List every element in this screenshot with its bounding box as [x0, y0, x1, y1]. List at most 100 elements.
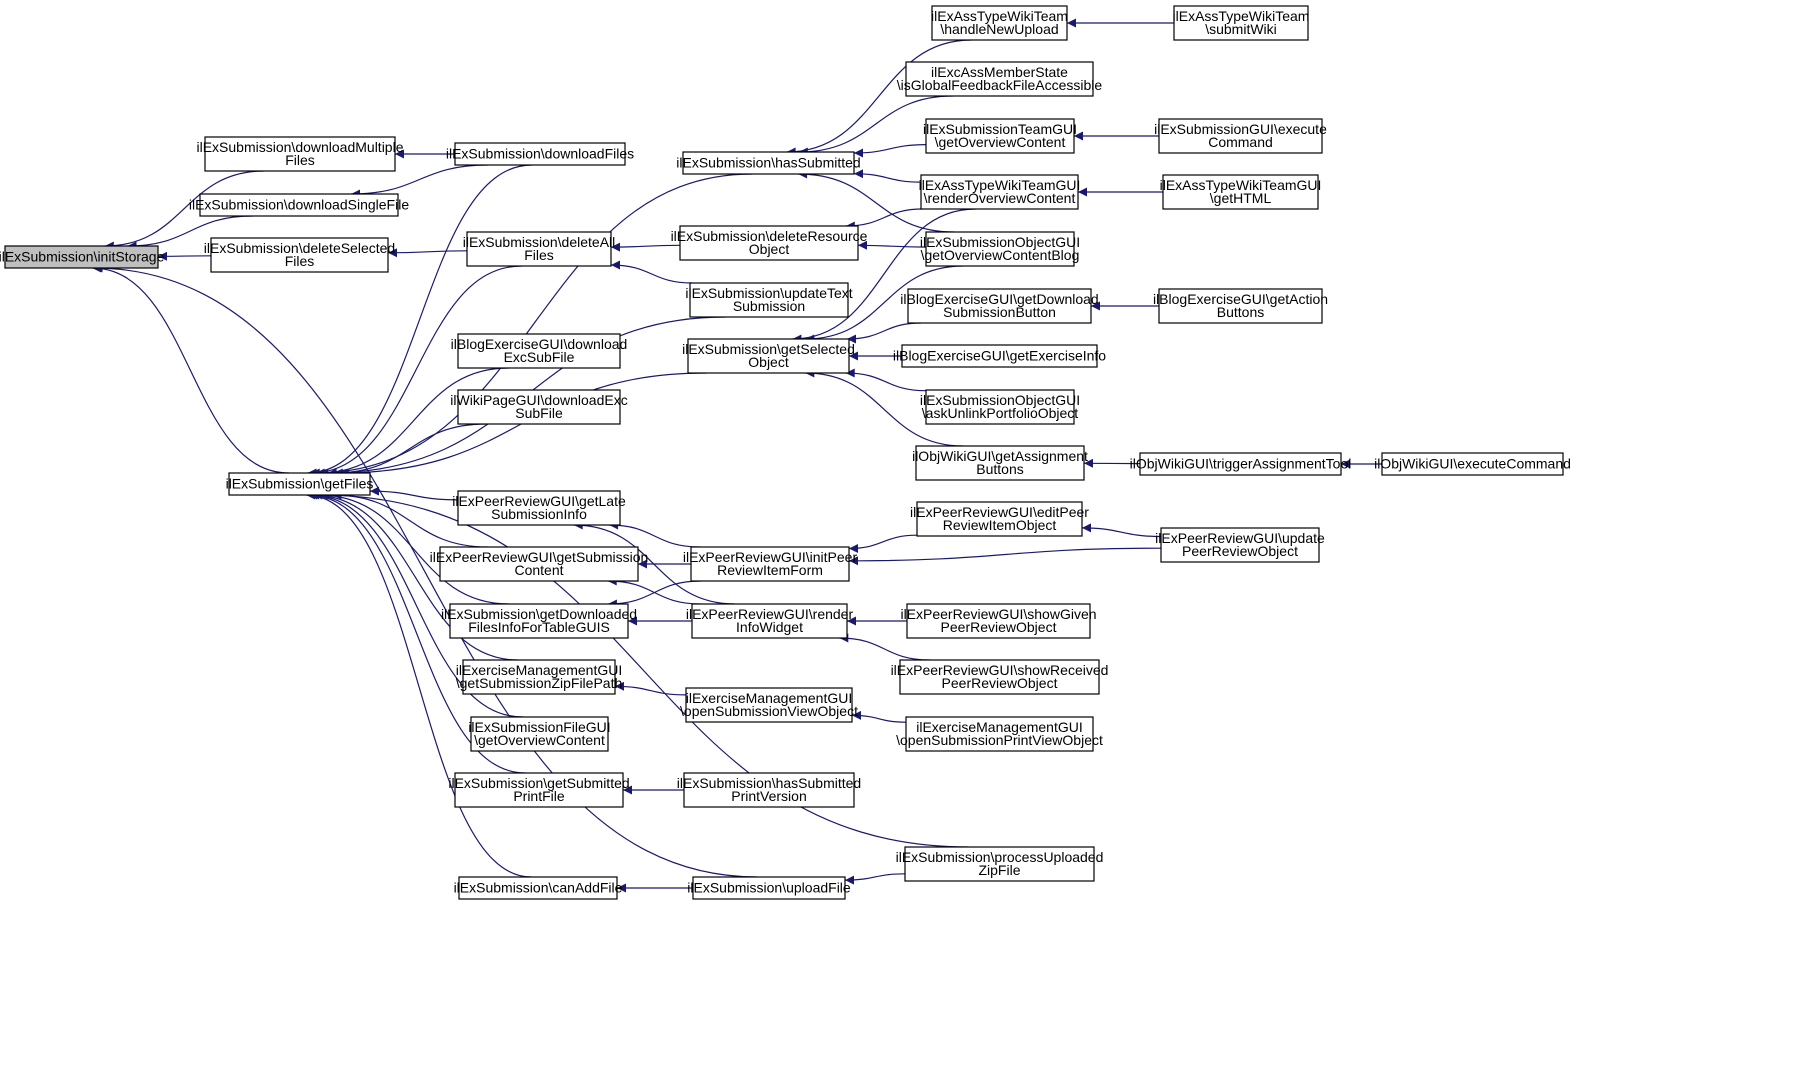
- node-objWikiExecuteCommand[interactable]: ilObjWikiGUI\executeCommand: [1374, 452, 1571, 476]
- node-label-line: ilExSubmissionObjectGUI: [920, 392, 1080, 408]
- node-label-line: ilObjWikiGUI\executeCommand: [1374, 456, 1571, 472]
- node-label-line: ilExerciseManagementGUI: [916, 719, 1083, 735]
- node-initStorage[interactable]: ilExSubmission\initStorage: [0, 245, 165, 269]
- node-label-line: ilExerciseManagementGUI: [686, 690, 853, 706]
- node-blogGetDownloadSubmissionButton[interactable]: ilBlogExerciseGUI\getDownloadSubmissionB…: [900, 288, 1099, 324]
- node-uploadFile[interactable]: ilExSubmission\uploadFile: [687, 876, 851, 900]
- node-showGivenPeerReviewObject[interactable]: ilExPeerReviewGUI\showGivenPeerReviewObj…: [900, 603, 1097, 639]
- node-label-line: Files: [285, 253, 315, 269]
- node-label-line: PeerReviewObject: [1182, 543, 1298, 559]
- node-downloadSingleFile[interactable]: ilExSubmission\downloadSingleFile: [189, 193, 409, 217]
- node-blogGetExerciseInfo[interactable]: ilBlogExerciseGUI\getExerciseInfo: [893, 344, 1106, 368]
- node-teamGuiGetOverviewContent[interactable]: ilExSubmissionTeamGUI\getOverviewContent: [923, 118, 1077, 154]
- node-label-line: ilBlogExerciseGUI\getExerciseInfo: [893, 348, 1106, 364]
- edge-getSubmittedPrintFile-to-getFiles: [308, 490, 526, 774]
- node-openSubmissionViewObject[interactable]: ilExerciseManagementGUI\openSubmissionVi…: [680, 687, 858, 723]
- node-wikiTeamGuiGetHTML[interactable]: ilExAssTypeWikiTeamGUI\getHTML: [1160, 174, 1322, 210]
- edge-editPeerReviewItemObject-to-initPeerReviewItemForm: [848, 534, 918, 553]
- node-box: [457, 389, 621, 425]
- node-wikiTeamGuiRenderOverviewContent[interactable]: ilExAssTypeWikiTeamGUI\renderOverviewCon…: [919, 174, 1081, 210]
- node-objectGuiGetOverviewContentBlog[interactable]: ilExSubmissionObjectGUI\getOverviewConte…: [920, 231, 1080, 267]
- node-label-line: SubmissionButton: [943, 304, 1056, 320]
- node-label-line: \openSubmissionViewObject: [680, 703, 858, 719]
- node-label-line: ilExSubmissionFileGUI: [468, 719, 610, 735]
- edge-uploadFile-to-initStorage: [93, 263, 758, 878]
- node-label-line: ilExAssTypeWikiTeam: [931, 8, 1068, 24]
- edge-getSubmissionZipFilePath-to-getFiles: [313, 490, 518, 661]
- node-openSubmissionPrintViewObject[interactable]: ilExerciseManagementGUI\openSubmissionPr…: [896, 716, 1103, 752]
- node-box: [210, 237, 389, 273]
- node-wikiTeamSubmitWiki[interactable]: ilExAssTypeWikiTeam\submitWiki: [1173, 5, 1310, 41]
- node-box: [1139, 452, 1342, 476]
- node-label-line: \askUnlinkPortfolioObject: [922, 405, 1079, 421]
- node-askUnlinkPortfolioObject[interactable]: ilExSubmissionObjectGUI\askUnlinkPortfol…: [920, 389, 1080, 425]
- node-box: [454, 142, 626, 166]
- node-label-line: ilExPeerReviewGUI\update: [1155, 530, 1325, 546]
- node-downloadFiles[interactable]: ilExSubmission\downloadFiles: [446, 142, 634, 166]
- node-label-line: ilObjWikiGUI\getAssignment: [912, 448, 1088, 464]
- node-box: [925, 389, 1075, 425]
- node-submissionGuiExecuteCommand[interactable]: ilExSubmissionGUI\executeCommand: [1154, 118, 1327, 154]
- edge-getDownloadedFilesInfo-to-getFiles: [318, 490, 510, 605]
- node-label-line: ilExSubmission\updateText: [685, 285, 852, 301]
- node-box: [462, 659, 616, 695]
- node-label-line: \getOverviewContent: [935, 134, 1066, 150]
- node-box: [454, 772, 624, 808]
- edge-downloadFiles-to-getFiles: [307, 164, 533, 478]
- node-box: [920, 174, 1079, 210]
- edge-wikiTeamGuiRenderOverviewContent-to-hasSubmitted: [853, 169, 922, 183]
- node-label-line: ilExAssTypeWikiTeamGUI: [1160, 177, 1322, 193]
- node-label-line: ilExSubmission\downloadSingleFile: [189, 197, 409, 213]
- nodes-layer: ilExSubmission\initStorage ilExSubmission…: [0, 5, 1571, 900]
- node-box: [690, 546, 850, 582]
- node-box: [199, 193, 399, 217]
- node-hasSubmitted[interactable]: ilExSubmission\hasSubmitted: [676, 151, 861, 175]
- edge-wikiDownloadExcSubFile-to-getFiles: [333, 423, 487, 478]
- node-box: [905, 716, 1094, 752]
- edge-objectGuiGetOverviewContentBlog-to-hasSubmitted: [798, 169, 955, 233]
- node-getDownloadedFilesInfo[interactable]: ilExSubmission\getDownloadedFilesInfoFor…: [441, 603, 637, 639]
- node-wikiTeamHandleNewUpload[interactable]: ilExAssTypeWikiTeam\handleNewUpload: [931, 5, 1068, 41]
- node-fileGuiGetOverviewContent[interactable]: ilExSubmissionFileGUI\getOverviewContent: [468, 716, 611, 752]
- edge-processUploadedZipFile-to-uploadFile: [844, 873, 906, 885]
- node-getFiles[interactable]: ilExSubmission\getFiles: [226, 472, 374, 496]
- node-label-line: ReviewItemObject: [943, 517, 1057, 533]
- node-label-line: ilBlogExerciseGUI\download: [451, 336, 628, 352]
- node-box: [466, 231, 612, 267]
- node-getSubmissionZipFilePath[interactable]: ilExerciseManagementGUI\getSubmissionZip…: [456, 659, 623, 695]
- node-label-line: ilExPeerReviewGUI\showReceived: [891, 662, 1109, 678]
- node-label-line: ilExSubmissionObjectGUI: [920, 234, 1080, 250]
- node-box: [1162, 174, 1319, 210]
- node-isGlobalFeedbackFileAccessible[interactable]: ilExcAssMemberState\isGlobalFeedbackFile…: [897, 61, 1103, 97]
- node-showReceivedPeerReviewObject[interactable]: ilExPeerReviewGUI\showReceivedPeerReview…: [891, 659, 1109, 695]
- edge-updatePeerReviewObject-to-initPeerReviewItemForm: [848, 547, 1162, 566]
- node-objWikiTriggerAssignmentTool[interactable]: ilObjWikiGUI\triggerAssignmentTool: [1130, 452, 1352, 476]
- node-label-line: ilExSubmission\getFiles: [226, 476, 374, 492]
- edge-deleteAllFiles-to-getFiles: [310, 265, 522, 478]
- node-label-line: ZipFile: [978, 862, 1020, 878]
- node-box: [1160, 527, 1320, 563]
- node-editPeerReviewItemObject[interactable]: ilExPeerReviewGUI\editPeerReviewItemObje…: [910, 501, 1089, 537]
- node-box: [439, 546, 639, 582]
- edge-wikiTeamHandleNewUpload-to-hasSubmitted: [786, 39, 972, 157]
- node-canAddFile[interactable]: ilExSubmission\canAddFile: [454, 876, 623, 900]
